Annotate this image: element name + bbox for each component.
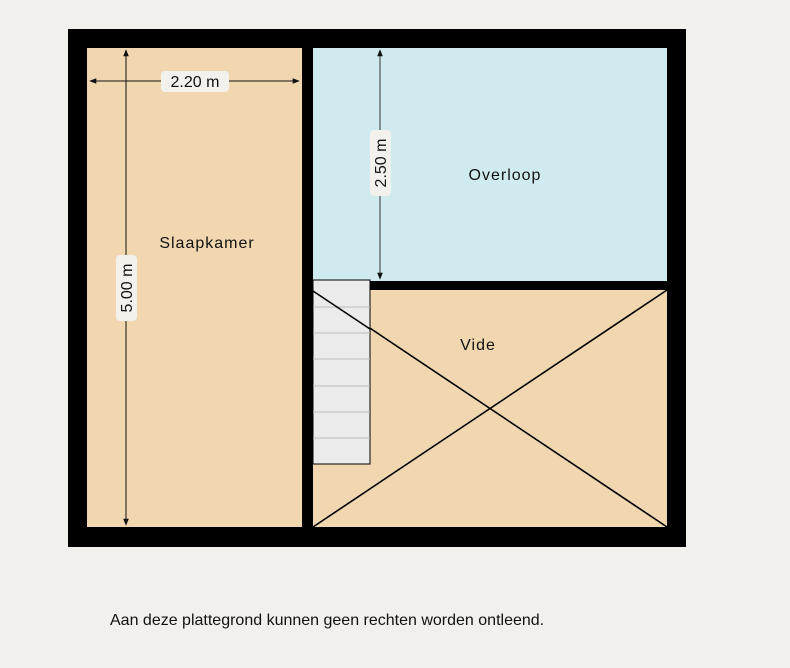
dimension-label-bg <box>116 255 137 321</box>
dimension-overloop-length: 2.50 m <box>373 139 390 188</box>
dimension-slaapkamer-length: 5.00 m <box>119 264 136 313</box>
dimension-label-bg <box>161 71 229 92</box>
room-overloop <box>313 48 667 281</box>
room-label-slaapkamer: Slaapkamer <box>159 235 254 252</box>
stairs <box>312 279 371 465</box>
dimension-label-bg <box>370 130 391 196</box>
room-label-vide: Vide <box>460 337 496 354</box>
dimension-slaapkamer-width: 2.20 m <box>171 74 220 91</box>
vide-cross-line <box>312 289 668 528</box>
disclaimer-text: Aan deze plattegrond kunnen geen rechten… <box>110 612 545 629</box>
room-label-overloop: Overloop <box>469 167 542 184</box>
